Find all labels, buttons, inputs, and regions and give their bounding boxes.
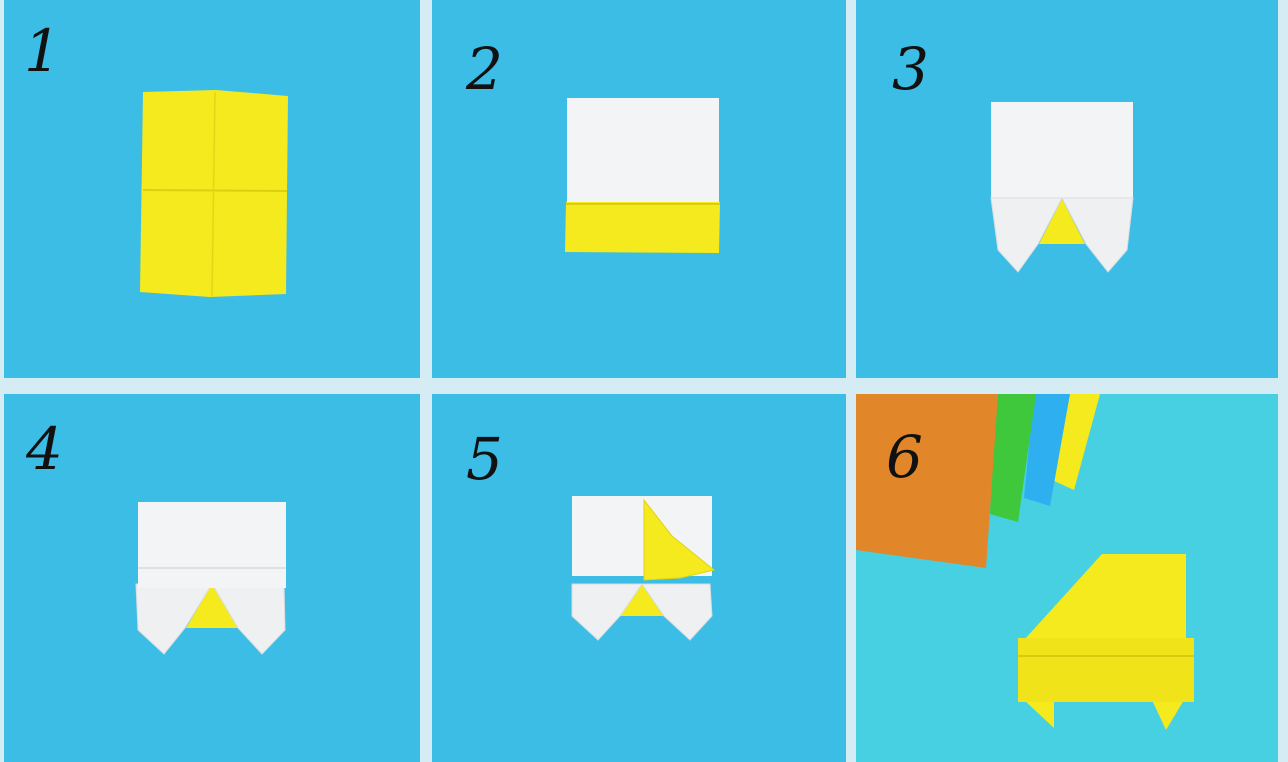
yellow-car-body	[1018, 638, 1194, 702]
step-4-illustration	[4, 394, 420, 762]
white-paper-top	[567, 98, 719, 204]
step-4-number: 4	[26, 420, 63, 478]
step-3-panel: 3	[856, 0, 1278, 378]
step-2-panel: 2	[432, 0, 846, 378]
step-1-panel: 1	[4, 0, 420, 378]
step-1-number: 1	[24, 22, 61, 80]
step-3-number: 3	[892, 40, 929, 98]
white-paper-top	[991, 102, 1133, 198]
step-5-panel: 5	[432, 394, 846, 762]
horizontal-crease	[143, 190, 287, 191]
yellow-folded-strip	[565, 202, 720, 253]
step-6-panel: 6	[856, 394, 1278, 762]
step-5-number: 5	[466, 430, 503, 488]
white-paper-top	[138, 502, 286, 588]
step-6-number: 6	[886, 428, 923, 486]
step-4-panel: 4	[4, 394, 420, 762]
step-1-illustration	[4, 0, 420, 378]
step-2-number: 2	[466, 40, 503, 98]
orange-paper-sheet	[856, 394, 998, 568]
